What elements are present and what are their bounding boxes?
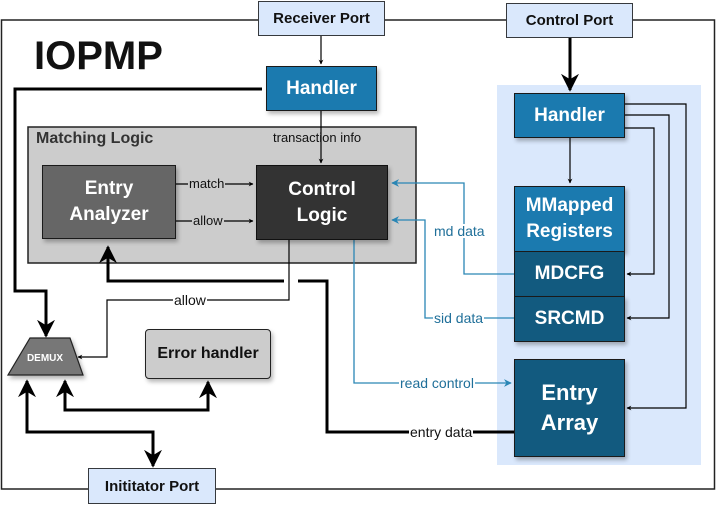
entry-analyzer: Entry Analyzer xyxy=(42,165,176,239)
error-handler-label: Error handler xyxy=(157,345,259,362)
read-control-label: read control xyxy=(399,375,475,391)
matching-logic-label: Matching Logic xyxy=(36,130,154,147)
control-logic-label-2: Logic xyxy=(296,204,348,226)
initiator-port-label: Inititator Port xyxy=(104,477,200,495)
srcmd-register: SRCMD xyxy=(514,296,625,342)
handler-receiver: Handler xyxy=(266,66,377,111)
entry-array: Entry Array xyxy=(514,359,625,457)
transaction-info-label: transaction info xyxy=(273,130,362,145)
entry-analyzer-label-2: Analyzer xyxy=(69,204,149,225)
control-port: Control Port xyxy=(506,3,633,38)
error-handler: Error handler xyxy=(145,329,271,379)
srcmd-label: SRCMD xyxy=(534,308,605,329)
receiver-port-label: Receiver Port xyxy=(273,10,370,27)
edge-entry-data-b xyxy=(99,245,284,283)
edge-allow-outer xyxy=(77,240,290,360)
edge-demux-initiator xyxy=(18,379,162,468)
edge-entry-data-a xyxy=(298,279,514,434)
sid-data-label: sid data xyxy=(433,310,485,326)
handler-control: Handler xyxy=(514,93,625,138)
entry-data-label: entry data xyxy=(409,424,474,440)
edge-handler-to-srcmd xyxy=(625,114,670,321)
control-port-label: Control Port xyxy=(525,12,614,29)
handler-receiver-label: Handler xyxy=(286,77,357,99)
diagram-title: IOPMP xyxy=(34,34,163,78)
receiver-port: Receiver Port xyxy=(258,1,385,36)
edge-demux-error-handler xyxy=(56,379,217,412)
demux-shape xyxy=(6,337,84,376)
mdcfg-label: MDCFG xyxy=(534,263,605,284)
mmapped-registers-label-1: MMapped xyxy=(525,195,614,216)
entry-array-label-2: Array xyxy=(540,410,599,435)
initiator-port: Inititator Port xyxy=(88,468,216,504)
match-label: match xyxy=(188,176,226,191)
mmapped-registers-label-2: Registers xyxy=(526,221,613,242)
demux-label: DEMUX xyxy=(27,353,63,364)
edge-demux-to-handler xyxy=(13,87,262,338)
mmapped-registers: MMapped Registers xyxy=(514,186,625,252)
control-logic: Control Logic xyxy=(256,165,388,240)
handler-control-label: Handler xyxy=(534,104,605,126)
md-data-label: md data xyxy=(433,223,486,239)
edge-handler-to-mdcfg xyxy=(625,127,655,277)
edge-handler-to-entry-array xyxy=(625,103,687,411)
entry-array-label-1: Entry xyxy=(541,380,598,405)
mdcfg-register: MDCFG xyxy=(514,251,625,297)
allow-outer-label: allow xyxy=(173,292,207,308)
allow-inner-label: allow xyxy=(192,213,224,228)
control-logic-label-1: Control xyxy=(288,178,356,200)
entry-analyzer-label-1: Entry xyxy=(84,178,134,199)
